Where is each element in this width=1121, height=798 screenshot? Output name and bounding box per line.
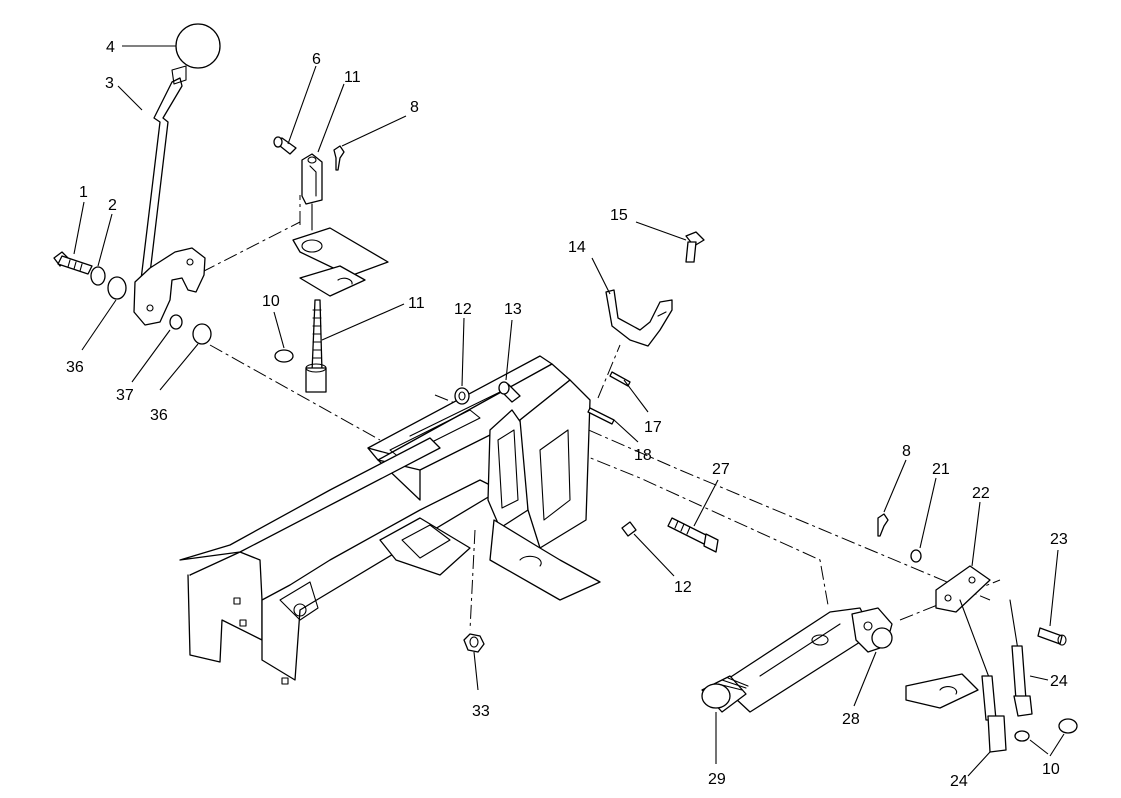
lever-washer-outer [107, 276, 127, 300]
callout-23: 23 [1050, 531, 1068, 548]
fork-bolt [685, 231, 705, 263]
callout-13: 13 [504, 301, 522, 318]
callout-12-a: 12 [454, 301, 472, 318]
lever-bolt [53, 251, 93, 275]
lever-washer-inner [192, 323, 212, 345]
callout-27: 27 [712, 461, 730, 478]
callout-24-a: 24 [1050, 673, 1068, 690]
lever-spacer [169, 314, 183, 330]
callout-1: 1 [79, 184, 88, 201]
callout-29: 29 [708, 771, 726, 788]
callout-21: 21 [932, 461, 950, 478]
fork-bracket [605, 289, 673, 347]
shift-plate [292, 227, 389, 297]
lever-washer [90, 266, 106, 286]
callout-14: 14 [568, 239, 586, 256]
clevis-pin-right [1037, 627, 1067, 646]
callout-8-b: 8 [902, 443, 911, 460]
callout-10-a: 10 [262, 293, 280, 310]
lever-knob [175, 23, 221, 69]
callout-24-b: 24 [950, 773, 968, 790]
callout-36-b: 36 [150, 407, 168, 424]
pin-collar [454, 387, 470, 405]
callout-10-b: 10 [1042, 761, 1060, 778]
callout-17: 17 [644, 419, 662, 436]
callout-33: 33 [472, 703, 490, 720]
control-arm [719, 607, 893, 713]
flange-nut [463, 633, 485, 653]
main-frame [179, 355, 571, 685]
callout-6: 6 [312, 51, 321, 68]
long-bolt [667, 517, 719, 553]
callout-2: 2 [108, 197, 117, 214]
callout-11-a: 11 [344, 69, 361, 86]
snap-ring-lower [1058, 718, 1078, 734]
rod-end-lower [959, 599, 1007, 753]
cotter-pin-upper [333, 145, 345, 171]
clevis-pin [273, 136, 297, 155]
callout-18: 18 [634, 447, 652, 464]
callout-15: 15 [610, 207, 628, 224]
leader-lines [73, 45, 1065, 777]
spring-clip [1014, 730, 1030, 742]
callout-37: 37 [116, 387, 134, 404]
callout-28: 28 [842, 711, 860, 728]
callout-3: 3 [105, 75, 114, 92]
set-screw [621, 521, 637, 537]
callout-12-b: 12 [674, 579, 692, 596]
shift-rod [305, 299, 327, 393]
washer-21 [910, 549, 922, 563]
clevis [301, 153, 323, 231]
rod-end-upper [1009, 599, 1033, 717]
link-plate [935, 565, 991, 613]
cotter-pin-lower [877, 513, 889, 537]
arm-grip [701, 675, 749, 713]
callout-8-a: 8 [410, 99, 419, 116]
roll-pin-18 [587, 407, 615, 425]
snap-ring-upper [274, 349, 294, 363]
callout-11-b: 11 [408, 295, 425, 312]
callout-36-a: 36 [66, 359, 84, 376]
shift-lever [133, 65, 206, 326]
pivot-pin [498, 381, 521, 403]
pivot-bracket [487, 379, 601, 601]
lower-plate [905, 673, 979, 709]
callout-labels: 1 2 3 4 36 37 36 6 11 8 10 11 12 13 15 1… [66, 39, 1068, 790]
callout-22: 22 [972, 485, 990, 502]
callout-4: 4 [106, 39, 115, 56]
